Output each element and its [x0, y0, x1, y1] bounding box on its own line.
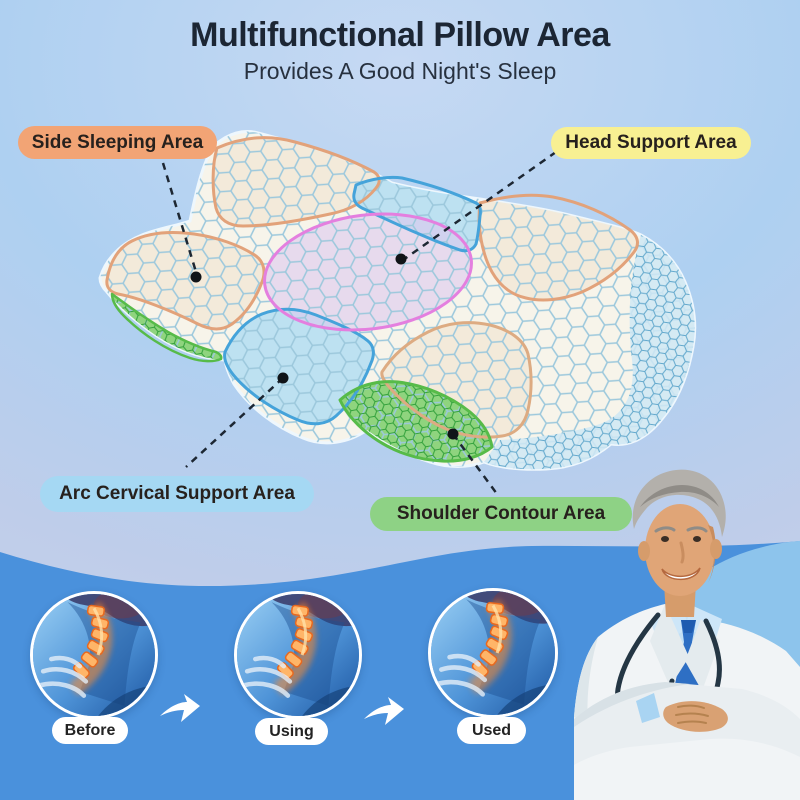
label-side-sleeping-area: Side Sleeping Area [18, 126, 217, 159]
page-subtitle: Provides A Good Night's Sleep [243, 58, 557, 84]
callout-line-head-support [402, 150, 557, 262]
arrow-right-icon [364, 697, 404, 725]
pillow-illustration [98, 130, 697, 495]
callout-dot-side-sleeping [190, 271, 202, 283]
zone-head-support-outline [263, 212, 473, 332]
zone-neck-trapezoid-outline [352, 175, 482, 253]
doctor-illustration [574, 469, 800, 800]
callout-line-side-sleeping [161, 162, 198, 273]
callout-dot-shoulder [447, 428, 459, 440]
zone-top-left-outline [211, 136, 381, 228]
callout-line-arc-cervical [185, 377, 284, 468]
zone-bottom-cream-outline [380, 321, 533, 439]
callout-dot-arc-cervical [277, 372, 289, 384]
zone-left-green-outline [110, 292, 223, 363]
label-head-support-area: Head Support Area [551, 127, 751, 159]
callout-dot-head-support [395, 253, 407, 265]
label-arc-cervical-support-area: Arc Cervical Support Area [40, 476, 314, 512]
step-label-used: Used [457, 717, 526, 744]
xray-circle-before [30, 591, 158, 719]
neck-xray-icon [431, 591, 555, 715]
zone-top-right-outline [477, 193, 639, 302]
step-label-before: Before [52, 717, 128, 744]
label-shoulder-contour-area: Shoulder Contour Area [370, 497, 632, 531]
doctor-photo [574, 469, 800, 800]
neck-xray-icon [237, 594, 359, 716]
neck-xray-icon [33, 594, 155, 716]
zone-shoulder-green-outline [338, 380, 494, 463]
xray-circle-using [234, 591, 362, 719]
zone-left-wing-outline [105, 230, 266, 331]
arrow-right-icon [160, 694, 200, 722]
page-title: Multifunctional Pillow Area [190, 16, 610, 54]
xray-circle-used [428, 588, 558, 718]
step-label-using: Using [255, 718, 328, 745]
